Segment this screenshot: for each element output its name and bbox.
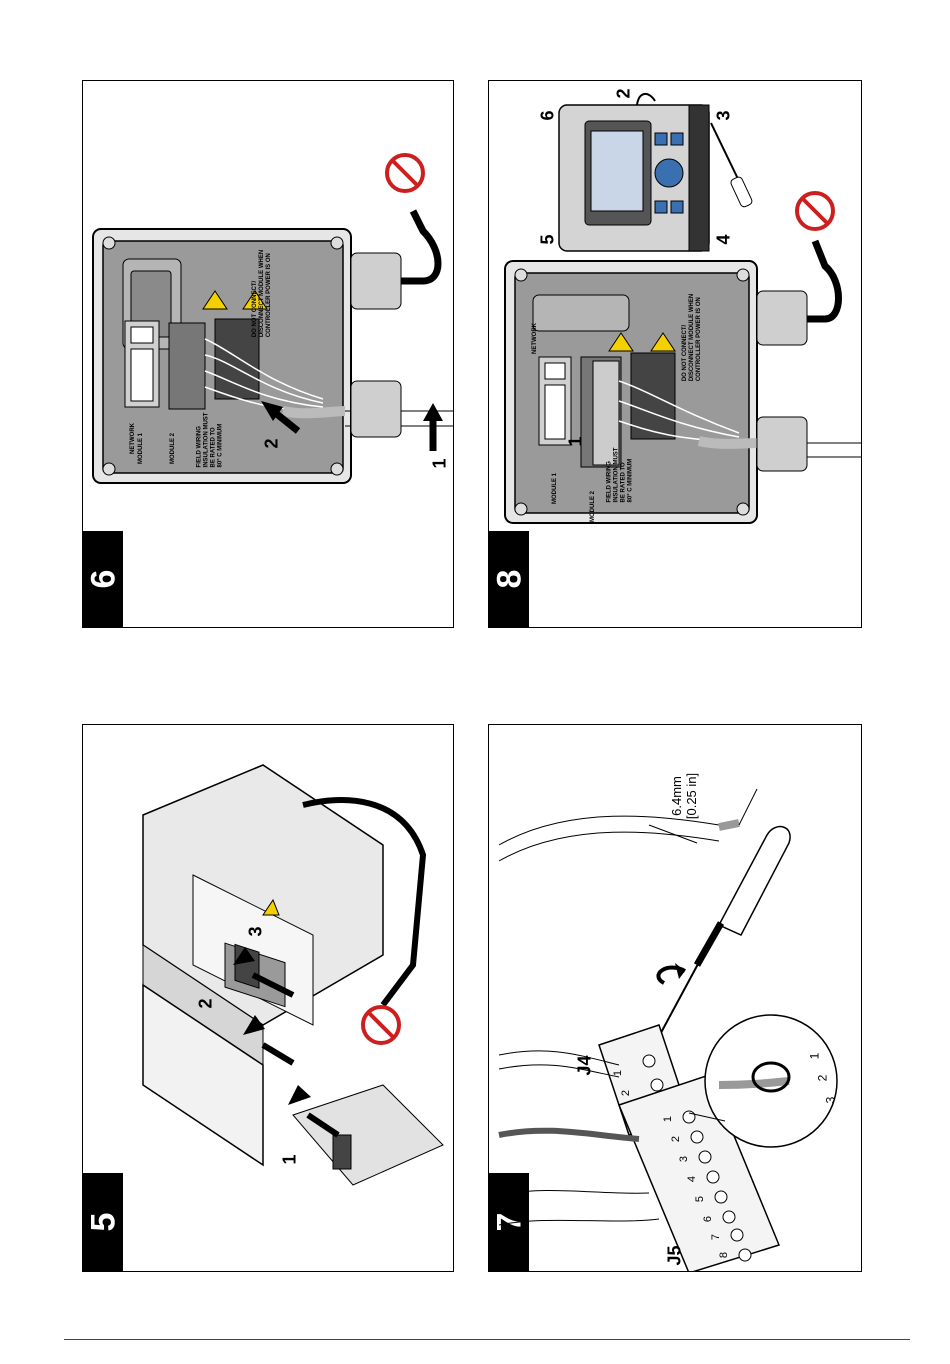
- callout-3: 3: [245, 926, 266, 937]
- footer-rule: [64, 1339, 910, 1340]
- label-warning: DO NOT CONNECT/DISCONNECT MODULE WHEN CO…: [682, 293, 703, 382]
- label-module2: MODULE 2: [170, 432, 176, 464]
- panel-step-5: 5 1 2 3: [82, 724, 454, 1272]
- panel-7-illustration: [498, 788, 838, 1271]
- j5-pin-2: 2: [670, 1135, 683, 1143]
- callout-1: 1: [429, 458, 450, 469]
- j5-pin-3: 3: [678, 1155, 691, 1163]
- panel-step-6: 6: [82, 80, 454, 628]
- j5-pin-5: 5: [694, 1195, 707, 1203]
- detail-pin-1: 1: [807, 1052, 822, 1060]
- panel-step-7: 7 6: [488, 724, 862, 1272]
- callout-1: 1: [565, 436, 586, 447]
- dimension-label: 6.4mm[0.25 in]: [669, 772, 700, 820]
- j4-pin-1: 1: [612, 1069, 625, 1077]
- callout-2: 2: [613, 88, 634, 99]
- j5-pin-6: 6: [702, 1215, 715, 1223]
- panel-5-illustration: [142, 764, 444, 1186]
- j5-pin-4: 4: [686, 1175, 699, 1183]
- step-badge-8: 8: [489, 531, 529, 627]
- label-j5: J5: [664, 1245, 685, 1266]
- callout-3: 3: [713, 110, 734, 121]
- j5-pin-8: 8: [718, 1251, 731, 1259]
- step-badge-6: 6: [83, 531, 123, 627]
- callout-6: 6: [537, 110, 558, 121]
- j5-pin-1: 1: [662, 1115, 675, 1123]
- detail-pin-3: 3: [823, 1096, 838, 1104]
- label-network: NETWORK: [130, 423, 136, 454]
- j5-pin-7: 7: [710, 1233, 723, 1241]
- step-badge-5: 5: [83, 1173, 123, 1271]
- label-network: NETWORK: [532, 323, 538, 354]
- panel-8-illustration: [504, 93, 861, 524]
- callout-1: 1: [279, 1154, 300, 1165]
- label-module2: MODULE 2: [590, 490, 596, 522]
- callout-2: 2: [195, 998, 216, 1009]
- detail-pin-2: 2: [815, 1074, 830, 1082]
- label-j4: J4: [574, 1055, 595, 1076]
- label-module1: MODULE 1: [138, 432, 144, 464]
- callout-4: 4: [713, 234, 734, 245]
- label-warning: DO NOT CONNECT/DISCONNECT MODULE WHEN CO…: [252, 249, 273, 338]
- callout-5: 5: [537, 234, 558, 245]
- panel-6-illustration: [92, 153, 453, 484]
- callout-2: 2: [261, 438, 282, 449]
- j4-pin-2: 2: [620, 1089, 633, 1097]
- panel-step-8: 8: [488, 80, 862, 628]
- label-module1: MODULE 1: [552, 472, 558, 504]
